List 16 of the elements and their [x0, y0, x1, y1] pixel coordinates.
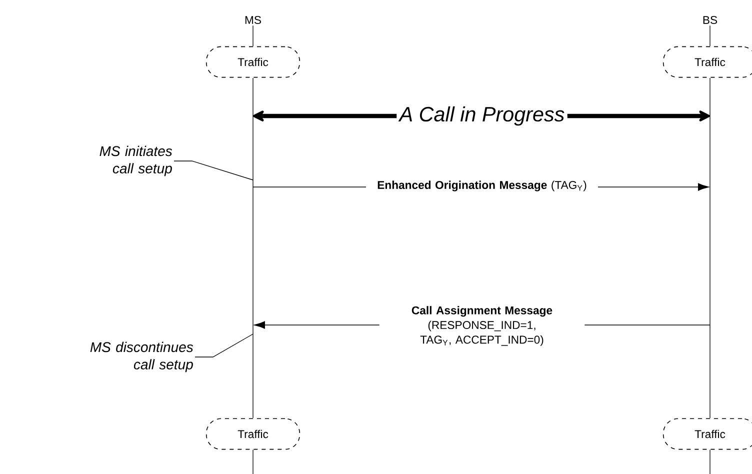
state-box: Traffic [206, 46, 300, 78]
lifeline [252, 78, 254, 418]
edge-label: Call Assignment Message (RESPONSE_IND=1, TAG$_{Y}$, ACCEPT_IND=0) [379, 303, 585, 349]
entity-label: BS [703, 16, 718, 24]
edge-label: A Call in Progress [396, 104, 568, 128]
state-box: Traffic [662, 46, 752, 78]
lifeline [252, 25, 254, 47]
state-box: Traffic [662, 418, 752, 450]
entity-label: MS [245, 16, 261, 24]
state-box: Traffic [206, 418, 300, 450]
note-text: MS initiates call setup [100, 146, 172, 176]
edge-label: Enhanced Origination Message (TAG$_{Y}$) [366, 178, 598, 194]
lifeline [252, 449, 254, 474]
leader-line [174, 160, 254, 180]
note-text: MS discontinues call setup [90, 342, 194, 372]
leader-line [194, 334, 254, 358]
